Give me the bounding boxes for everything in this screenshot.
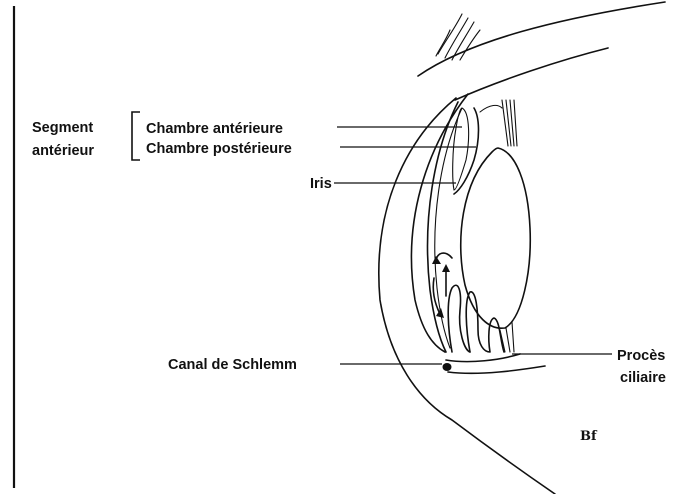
iris-upper-base [480,105,502,112]
label-segment-line1: Segment [32,120,93,136]
canal-de-schlemm-shape [443,363,452,371]
ciliary-body-base [446,354,520,362]
zonule-upper [502,100,517,146]
label-proces-line2: ciliaire [620,370,666,386]
eyelashes [436,14,480,60]
label-iris: Iris [310,176,332,192]
label-canal-de-schlemm: Canal de Schlemm [168,357,297,373]
artist-signature: Bf [580,429,598,444]
label-proces-line1: Procès [617,348,665,364]
upper-eyelid-inner [455,48,608,100]
segment-bracket [132,112,140,160]
label-chambre-posterieure: Chambre postérieure [146,141,292,157]
label-chambre-anterieure: Chambre antérieure [146,121,283,137]
lens [461,148,531,328]
ciliary-body-outer [448,366,545,373]
label-segment-line2: antérieur [32,143,94,159]
